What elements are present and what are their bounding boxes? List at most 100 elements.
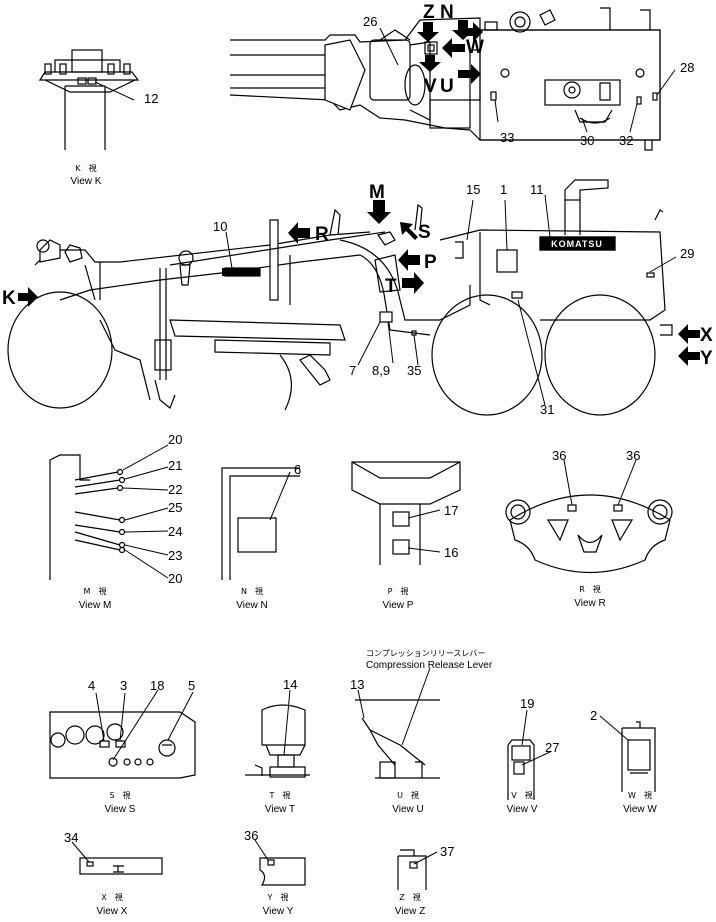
view-u-caption: View U bbox=[392, 804, 424, 815]
callout-10: 10 bbox=[213, 219, 227, 234]
callout-29: 29 bbox=[680, 246, 694, 261]
view-u-caption-jp: U 視 bbox=[397, 791, 419, 800]
view-s-caption: View S bbox=[105, 804, 136, 815]
callout-35: 35 bbox=[407, 363, 421, 378]
logo-text: KOMATSU bbox=[551, 239, 603, 249]
leader-lines bbox=[71, 27, 677, 865]
callout-1: 1 bbox=[500, 182, 507, 197]
view-z-drawing bbox=[397, 849, 427, 890]
callout-11: 11 bbox=[530, 182, 544, 197]
letter-v: V bbox=[424, 76, 437, 97]
letter-r: R bbox=[315, 224, 329, 245]
compression-label-jp: コンプレッションリリースレバー bbox=[366, 649, 485, 658]
callout-30: 30 bbox=[580, 133, 594, 148]
callout-6: 6 bbox=[294, 462, 301, 477]
letter-t: T bbox=[385, 276, 397, 297]
letter-x: X bbox=[700, 325, 713, 346]
view-m-drawing bbox=[49, 454, 126, 580]
arrow-p-icon bbox=[398, 249, 420, 271]
callout-18: 18 bbox=[150, 678, 164, 693]
callout-19: 19 bbox=[520, 696, 534, 711]
callout-28: 28 bbox=[680, 60, 694, 75]
callout-7: 7 bbox=[349, 363, 356, 378]
callout-14: 14 bbox=[283, 677, 297, 692]
callout-8-9: 8,9 bbox=[372, 363, 390, 378]
callout-26: 26 bbox=[363, 14, 377, 29]
arrow-r-icon bbox=[288, 222, 310, 244]
top-plan-view bbox=[229, 7, 661, 151]
view-r-drawing bbox=[505, 494, 673, 573]
view-z-caption-jp: Z 視 bbox=[399, 893, 420, 902]
arrow-u-icon bbox=[458, 64, 481, 84]
komatsu-decal: KOMATSU bbox=[539, 236, 616, 251]
callout-17: 17 bbox=[444, 503, 458, 518]
arrow-x-icon bbox=[678, 324, 700, 344]
letter-u: U bbox=[440, 76, 454, 97]
view-r-caption: View R bbox=[574, 598, 606, 609]
callout-34: 34 bbox=[64, 830, 78, 845]
callout-20-bottom: 20 bbox=[168, 571, 182, 586]
direction-arrows bbox=[18, 20, 700, 366]
callout-13: 13 bbox=[350, 677, 364, 692]
view-v-caption: View V bbox=[507, 804, 538, 815]
callout-12: 12 bbox=[144, 91, 158, 106]
view-x-caption-jp: X 視 bbox=[101, 893, 122, 902]
callout-36-left: 36 bbox=[552, 448, 566, 463]
callout-2: 2 bbox=[590, 708, 597, 723]
letter-z: Z bbox=[423, 2, 435, 23]
view-t-caption-jp: T 視 bbox=[269, 791, 291, 800]
letter-m: M bbox=[369, 182, 385, 203]
callout-36-right: 36 bbox=[626, 448, 640, 463]
view-u-drawing bbox=[355, 699, 440, 779]
view-s-caption-jp: S 視 bbox=[109, 791, 130, 800]
arrow-s-icon bbox=[400, 222, 418, 240]
view-x-caption: View X bbox=[97, 906, 128, 917]
callout-4: 4 bbox=[88, 678, 95, 693]
letter-p: P bbox=[424, 252, 437, 273]
view-m-caption: View M bbox=[79, 600, 112, 611]
view-v-caption-jp: V 視 bbox=[511, 791, 532, 800]
letter-s: S bbox=[418, 222, 431, 243]
view-k-caption: View K bbox=[71, 176, 102, 187]
callout-16: 16 bbox=[444, 545, 458, 560]
view-n-drawing bbox=[221, 467, 300, 580]
callout-3: 3 bbox=[120, 678, 127, 693]
view-t-caption: View T bbox=[265, 804, 295, 815]
decal-10 bbox=[222, 268, 260, 276]
view-w-caption: View W bbox=[623, 804, 657, 815]
view-m-caption-jp: M 視 bbox=[84, 587, 107, 596]
view-t-drawing bbox=[245, 704, 310, 778]
view-x-drawing bbox=[79, 857, 163, 875]
callout-31: 31 bbox=[540, 402, 554, 417]
arrow-t-icon bbox=[402, 272, 424, 294]
callout-32: 32 bbox=[619, 133, 633, 148]
callout-37: 37 bbox=[440, 844, 454, 859]
view-k-caption-jp: K 視 bbox=[75, 164, 96, 173]
callout-23: 23 bbox=[168, 548, 182, 563]
view-k-drawing bbox=[38, 49, 140, 150]
view-y-drawing bbox=[259, 857, 306, 886]
callout-33: 33 bbox=[500, 130, 514, 145]
callout-21: 21 bbox=[168, 458, 182, 473]
arrow-y-icon bbox=[678, 346, 700, 366]
letter-w: W bbox=[466, 37, 484, 58]
view-n-caption-jp: N 視 bbox=[241, 587, 263, 596]
callout-22: 22 bbox=[168, 482, 182, 497]
callout-25: 25 bbox=[168, 500, 182, 515]
view-r-caption-jp: R 視 bbox=[579, 585, 601, 594]
callout-5: 5 bbox=[188, 678, 195, 693]
view-n-caption: View N bbox=[236, 600, 268, 611]
view-p-drawing bbox=[351, 461, 461, 565]
arrow-v-icon bbox=[419, 55, 441, 72]
view-y-caption: View Y bbox=[263, 906, 294, 917]
arrow-k-icon bbox=[18, 287, 38, 307]
view-p-caption: View P bbox=[383, 600, 414, 611]
callout-36-y: 36 bbox=[244, 828, 258, 843]
letter-k: K bbox=[2, 288, 16, 309]
compression-label-en: Compression Release Lever bbox=[366, 660, 493, 671]
letter-y: Y bbox=[700, 348, 713, 369]
view-y-caption-jp: Y 視 bbox=[267, 893, 289, 902]
view-w-caption-jp: W 視 bbox=[628, 791, 652, 800]
